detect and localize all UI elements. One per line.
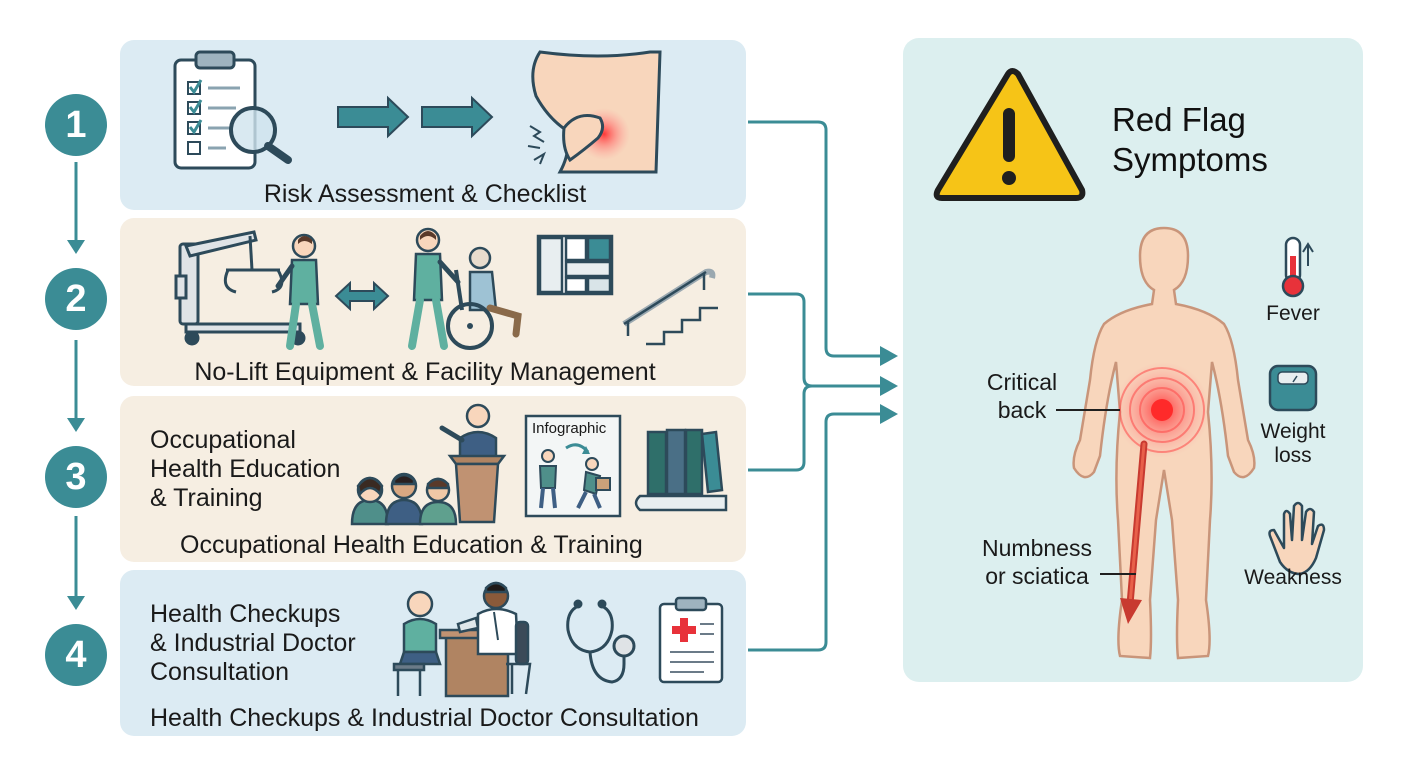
red-flag-title-line-1: Red Flag	[1112, 101, 1246, 138]
weight-loss-line-1: Weight	[1260, 420, 1326, 443]
cabinet-icon	[536, 234, 614, 296]
human-body-figure-icon	[1056, 226, 1256, 660]
arrow-down-3-icon	[67, 596, 85, 610]
scale-icon	[1268, 364, 1318, 412]
symptom-fever-label: Fever	[1266, 302, 1320, 325]
red-flag-title: Red Flag Symptoms	[1112, 100, 1268, 180]
medical-record-icon	[658, 596, 724, 684]
stethoscope-icon	[566, 599, 636, 684]
critical-back-label: Critical back	[966, 368, 1078, 424]
step-4-side-text: Health Checkups & Industrial Doctor Cons…	[150, 600, 356, 687]
nurse-wheelchair-icon	[408, 227, 522, 350]
numbness-line-2: or sciatica	[985, 563, 1089, 589]
connector-arrow-2-icon	[880, 376, 898, 396]
process-arrows-icon	[337, 95, 494, 139]
infographic-card-icon	[524, 414, 622, 518]
step-3-side-line-3: & Training	[150, 484, 263, 512]
stair-handrail-icon	[622, 268, 718, 346]
arrow-down-1-icon	[67, 240, 85, 254]
magnifier-icon	[229, 106, 292, 164]
critical-back-line-2: back	[997, 397, 1047, 423]
numbness-line-1: Numbness	[982, 535, 1092, 561]
infographic-label: Infographic	[532, 420, 607, 437]
presenter-podium-icon	[439, 403, 507, 524]
doctor-consultation-icon	[392, 581, 532, 698]
connector-lines	[748, 120, 884, 652]
step-number-1: 1	[45, 94, 107, 156]
step-4-side-line-2: & Industrial Doctor	[150, 629, 356, 657]
back-pain-figure-icon	[527, 50, 662, 174]
weight-loss-line-2: loss	[1274, 444, 1312, 467]
step-number-2: 2	[45, 268, 107, 330]
red-flag-title-line-2: Symptoms	[1112, 141, 1268, 178]
symptom-weakness-label: Weakness	[1244, 566, 1342, 589]
books-icon	[634, 428, 728, 512]
audience-icon	[350, 472, 458, 526]
step-3-caption: Occupational Health Education & Training	[180, 531, 643, 559]
warning-triangle-icon	[933, 68, 1086, 201]
connector-arrow-1-icon	[880, 346, 898, 366]
nurse-pushing-icon	[275, 233, 324, 350]
symptom-weight-loss-label: Weight loss	[1248, 420, 1338, 468]
hand-icon	[1268, 501, 1326, 576]
connector-arrow-3-icon	[880, 404, 898, 424]
step-3-side-line-2: Health Education	[150, 455, 341, 483]
thermometer-icon	[1281, 236, 1314, 298]
step-3-side-text: Occupational Health Education & Training	[150, 426, 340, 513]
step-number-3: 3	[45, 446, 107, 508]
step-3-side-line-1: Occupational	[150, 426, 296, 454]
arrow-down-2-icon	[67, 418, 85, 432]
patient-lift-icon	[174, 230, 306, 346]
step-1-caption: Risk Assessment & Checklist	[263, 180, 587, 208]
step-4-side-line-1: Health Checkups	[150, 600, 341, 628]
step-2-caption: No-Lift Equipment & Facility Management	[194, 358, 656, 386]
step-4-side-line-3: Consultation	[150, 658, 289, 686]
double-arrow-icon	[334, 280, 390, 312]
step-number-4: 4	[45, 624, 107, 686]
critical-back-line-1: Critical	[986, 369, 1058, 395]
numbness-label: Numbness or sciatica	[970, 534, 1104, 590]
step-4-caption: Health Checkups & Industrial Doctor Cons…	[150, 704, 699, 732]
